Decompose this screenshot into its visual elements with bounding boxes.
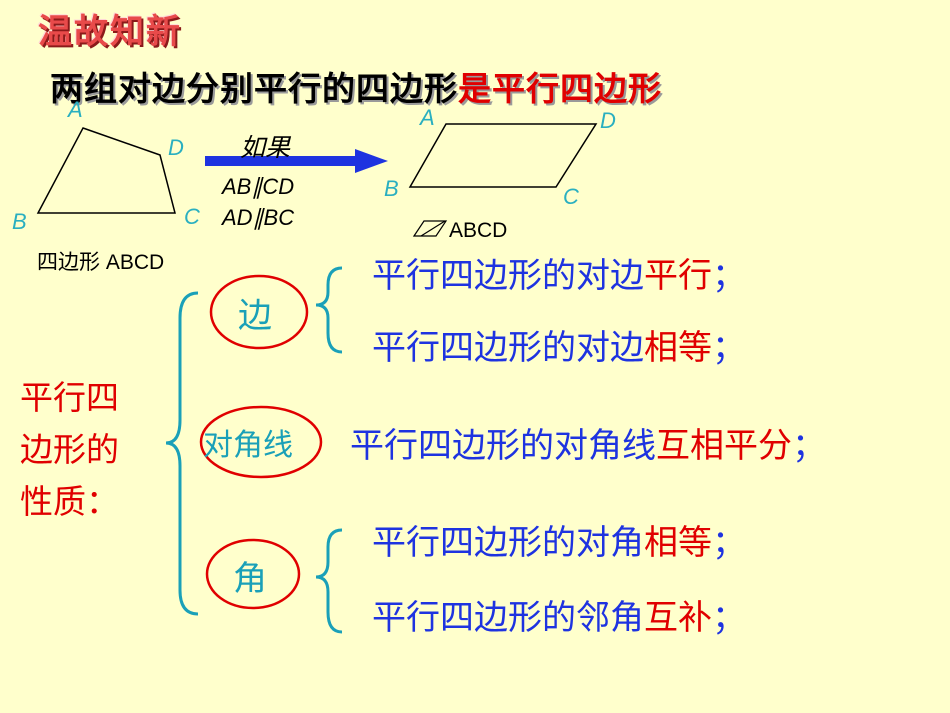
right-vertex-b: B <box>384 176 399 201</box>
property-end: ； <box>712 523 746 563</box>
angle-circle <box>205 538 301 610</box>
left-figure-caption: 四边形 ABCD <box>37 251 165 274</box>
property-side-parallel: 平行四边形的对边平行； <box>372 248 746 297</box>
definition-black-text: 两组对边分别平行的四边形 <box>50 69 458 108</box>
right-vertex-d: D <box>600 108 616 133</box>
property-highlight: 互相平分 <box>656 426 792 466</box>
property-end: ； <box>712 328 746 368</box>
angle-brace <box>315 528 343 634</box>
property-end: ； <box>792 426 826 466</box>
properties-title: 平行四 边形的 性质： <box>20 372 119 528</box>
property-text: 平行四边形的对边 <box>372 328 644 368</box>
side-circle <box>209 274 309 350</box>
property-highlight: 平行 <box>644 256 712 296</box>
left-vertex-d: D <box>168 135 184 160</box>
properties-title-line2: 边形的 <box>20 430 119 469</box>
diagonal-category-label: 对角线 <box>203 428 293 463</box>
property-highlight: 互补 <box>644 598 712 638</box>
property-end: ； <box>712 256 746 296</box>
property-text: 平行四边形的对角线 <box>350 426 656 466</box>
diagonal-circle <box>199 405 323 479</box>
definition-red-text: 是平行四边形 <box>458 69 662 108</box>
right-figure-caption: ABCD <box>449 219 508 242</box>
property-highlight: 相等 <box>644 523 712 563</box>
condition-ab-cd: AB∥CD <box>222 174 295 199</box>
properties-title-line1: 平行四 <box>20 378 119 417</box>
property-text: 平行四边形的对边 <box>372 256 644 296</box>
property-diagonal-bisect: 平行四边形的对角线互相平分； <box>350 418 826 467</box>
implication-arrow <box>205 149 388 173</box>
properties-title-line3: 性质： <box>20 482 119 521</box>
parallelogram-abcd <box>408 123 598 188</box>
property-angle-supplementary: 平行四边形的邻角互补； <box>372 590 746 639</box>
property-text: 平行四边形的邻角 <box>372 598 644 638</box>
left-vertex-c: C <box>184 204 200 229</box>
property-angle-equal: 平行四边形的对角相等； <box>372 515 746 564</box>
right-vertex-a: A <box>420 105 435 130</box>
angle-category-label: 角 <box>233 559 267 599</box>
slide-title: 温故知新 <box>38 12 182 52</box>
main-brace <box>165 291 199 616</box>
property-end: ； <box>712 598 746 638</box>
arrow-label: 如果 <box>240 133 291 162</box>
property-side-equal: 平行四边形的对边相等； <box>372 320 746 369</box>
condition-ad-bc: AD∥BC <box>222 205 295 230</box>
side-category-label: 边 <box>238 296 272 336</box>
property-text: 平行四边形的对角 <box>372 523 644 563</box>
left-vertex-b: B <box>12 209 27 234</box>
left-vertex-a: A <box>68 97 83 122</box>
side-brace <box>315 266 343 354</box>
definition-line: 两组对边分别平行的四边形是平行四边形 <box>50 62 662 110</box>
right-vertex-c: C <box>563 184 579 209</box>
quadrilateral-abcd <box>36 127 176 214</box>
property-highlight: 相等 <box>644 328 712 368</box>
